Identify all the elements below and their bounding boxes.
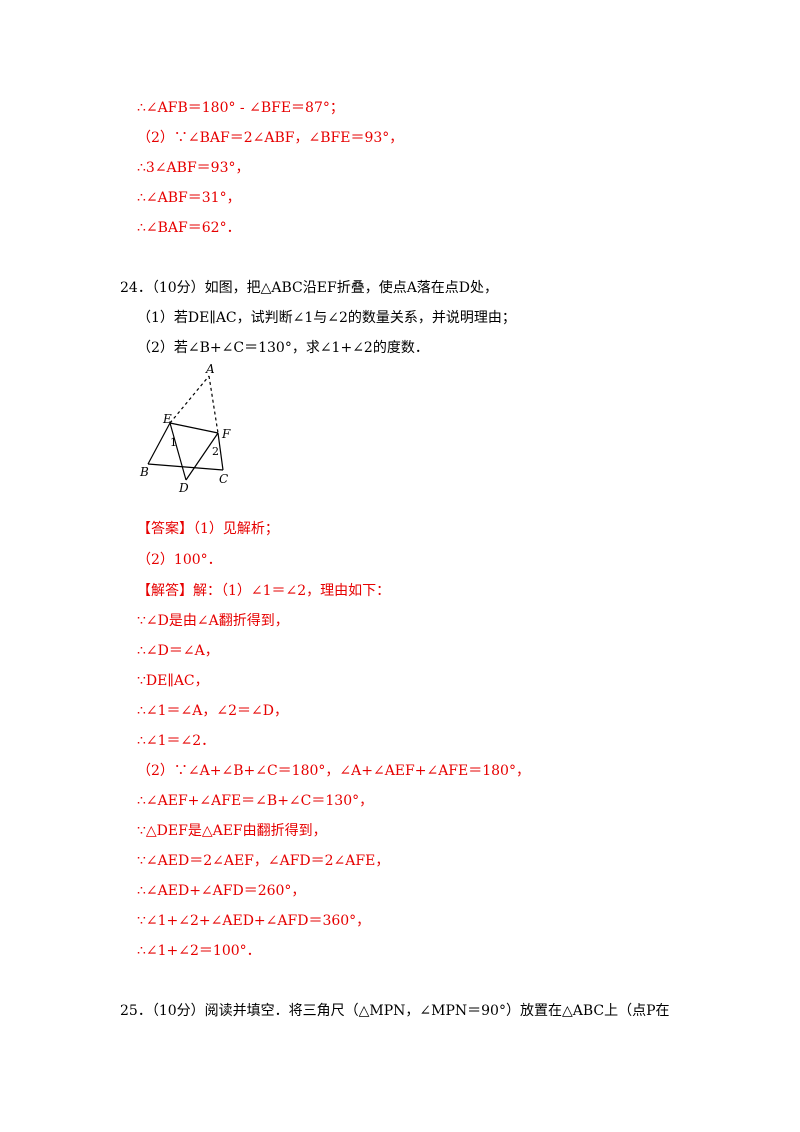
solution-line: ∵∠AED＝2∠AEF，∠AFD＝2∠AFE，: [137, 853, 390, 869]
solution-line: ∵∠D是由∠A翻折得到，: [137, 613, 289, 629]
text-line: ∴3∠ABF＝93°，: [137, 160, 250, 176]
segment-af-dashed: [208, 375, 219, 434]
solution-line: ∴∠1＝∠A，∠2＝∠D，: [137, 703, 288, 719]
question-25-heading: 25．（10分）阅读并填空．将三角尺（△MPN，∠MPN＝90°）放置在△ABC…: [120, 1003, 670, 1019]
label-a: A: [205, 362, 215, 376]
question-24-part-1: （1）若DE∥AC，试判断∠1与∠2的数量关系，并说明理由；: [137, 310, 516, 326]
text-line: ∴∠ABF＝31°，: [137, 190, 241, 206]
triangle-fold-figure: A E F B C D 1 2: [138, 362, 248, 495]
text-line: （2）∵∠BAF＝2∠ABF，∠BFE＝93°，: [137, 130, 404, 146]
segment-ef: [169, 422, 219, 434]
text-line: ∴∠AFB＝180° - ∠BFE＝87°；: [137, 100, 344, 116]
segment-ed: [169, 422, 187, 481]
segment-bc: [147, 463, 224, 471]
solution-line: 【解答】解：（1）∠1＝∠2，理由如下：: [137, 583, 391, 599]
solution-line: ∵△DEF是△AEF由翻折得到，: [137, 823, 327, 839]
triangle-fold-diagram: A E F B C D 1 2: [139, 362, 231, 495]
answer-line: 【答案】（1）见解析；: [137, 521, 279, 537]
label-f: F: [221, 427, 231, 441]
solution-line: ∴∠D＝∠A，: [137, 643, 219, 659]
solution-line: ∴∠AEF+∠AFE＝∠B+∠C＝130°，: [137, 793, 374, 809]
answer-line: （2）100°．: [137, 552, 222, 568]
label-angle-1: 1: [170, 436, 177, 449]
text-line: ∴∠BAF＝62°．: [137, 220, 241, 236]
segment-df: [185, 432, 219, 481]
solution-line: ∴∠1＝∠2．: [137, 733, 216, 749]
segment-ea-dashed: [169, 375, 210, 424]
solution-line: ∴∠AED+∠AFD＝260°，: [137, 883, 306, 899]
label-c: C: [219, 472, 228, 486]
solution-line: ∵DE∥AC，: [137, 673, 209, 689]
question-24-heading: 24．（10分）如图，把△ABC沿EF折叠，使点A落在点D处，: [120, 280, 499, 296]
label-d: D: [178, 481, 189, 495]
question-24-part-2: （2）若∠B+∠C＝130°，求∠1+∠2的度数．: [137, 340, 429, 356]
solution-line: ∴∠1+∠2＝100°．: [137, 943, 261, 959]
solution-line: （2）∵∠A+∠B+∠C＝180°，∠A+∠AEF+∠AFE＝180°，: [137, 763, 530, 779]
label-angle-2: 2: [212, 445, 219, 458]
label-e: E: [162, 412, 172, 426]
segment-be: [147, 422, 171, 465]
label-b: B: [139, 465, 149, 479]
segment-cf: [217, 432, 224, 471]
solution-line: ∵∠1+∠2+∠AED+∠AFD＝360°，: [137, 913, 371, 929]
